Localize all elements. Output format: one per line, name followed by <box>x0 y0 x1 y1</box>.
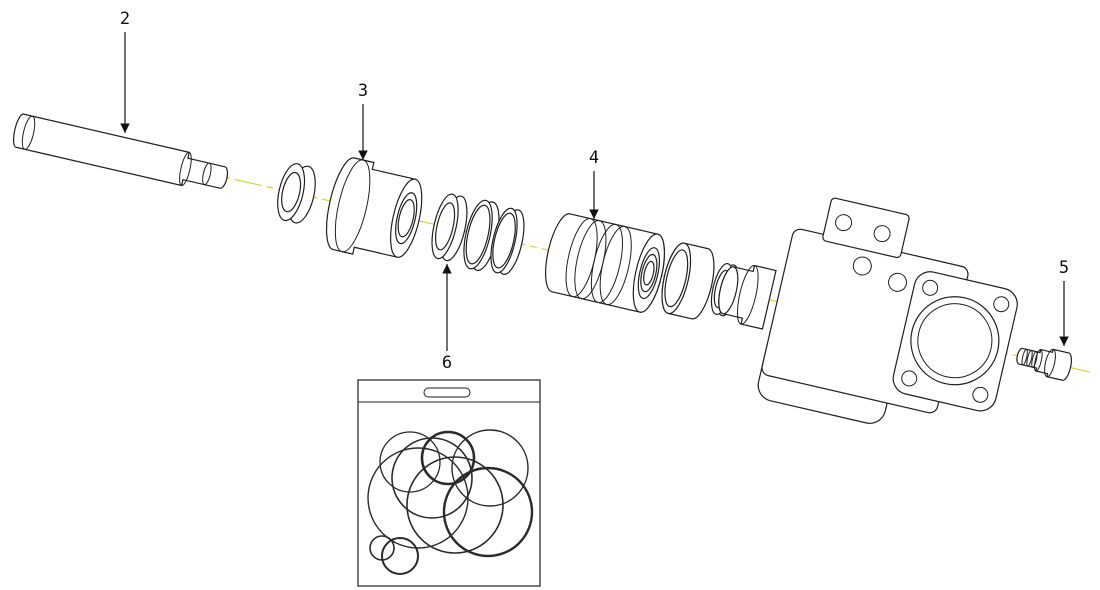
o-ring <box>381 537 419 575</box>
bearing-ring-bore <box>281 171 302 213</box>
plug-thread-3 <box>1031 351 1038 368</box>
plug-head-face <box>1044 348 1056 378</box>
part-piston-rod <box>12 113 229 189</box>
seal-c-bore <box>492 212 516 269</box>
callout-3: 3 <box>358 81 368 160</box>
body-front-boss <box>718 264 777 330</box>
callout-6: 6 <box>442 264 452 373</box>
body-top-bracket <box>822 197 910 259</box>
flange-bolt-hole-1 <box>922 279 939 296</box>
rod-butt-chamfer <box>21 115 36 150</box>
flange-bore <box>910 296 1000 386</box>
piston-groove-3 <box>590 223 623 304</box>
part-seal-ring-c <box>490 207 525 275</box>
callout-2: 2 <box>120 9 130 133</box>
part-seal-ring-a <box>431 193 468 262</box>
sleeve-bore <box>664 249 689 308</box>
o-ring <box>406 456 504 554</box>
body-port-2 <box>888 272 908 292</box>
plug-thread-1 <box>1021 348 1028 366</box>
callout-4: 4 <box>589 148 599 219</box>
o-ring <box>420 430 476 486</box>
flange-bolt-hole-3 <box>901 370 918 387</box>
bag-hang-slot <box>423 387 471 398</box>
callout-label-3: 3 <box>358 81 368 101</box>
part-piston <box>545 213 665 313</box>
rod-step-face <box>179 151 192 187</box>
o-ring <box>379 431 441 493</box>
boss-cap <box>718 266 739 315</box>
plug-collar-face <box>1033 349 1043 372</box>
flange-bolt-hole-2 <box>993 296 1010 313</box>
o-ring <box>451 429 529 507</box>
o-ring <box>369 535 395 561</box>
seal-b-bore <box>465 204 491 265</box>
flange-bolt-hole-4 <box>972 386 989 403</box>
part-gland-nut <box>325 157 423 258</box>
callout-label-4: 4 <box>589 148 599 168</box>
part-rod-bearing-ring <box>277 163 316 224</box>
seal-kit-bag <box>357 379 541 587</box>
callout-label-6: 6 <box>442 353 452 373</box>
plug-outline <box>1016 347 1072 381</box>
part-end-sleeve <box>661 242 715 320</box>
part-cylinder-body <box>757 197 1018 424</box>
flange-bore-inner <box>917 303 993 379</box>
callout-label-2: 2 <box>120 9 130 29</box>
gland-flange-face <box>334 159 371 253</box>
callout-5: 5 <box>1059 258 1069 346</box>
bracket-hole-1 <box>835 214 853 232</box>
gland-bore-inner <box>397 199 415 238</box>
o-ring <box>442 466 534 558</box>
piston-bore-deep <box>643 260 655 286</box>
body-port-1 <box>852 256 872 276</box>
rod-tip-groove <box>202 162 212 186</box>
callout-label-5: 5 <box>1059 258 1069 278</box>
rod-outline <box>12 113 229 189</box>
o-ring <box>367 447 469 549</box>
part-bleeder-plug <box>1016 347 1072 381</box>
piston-groove-4 <box>599 225 632 306</box>
bracket-hole-2 <box>873 225 891 243</box>
